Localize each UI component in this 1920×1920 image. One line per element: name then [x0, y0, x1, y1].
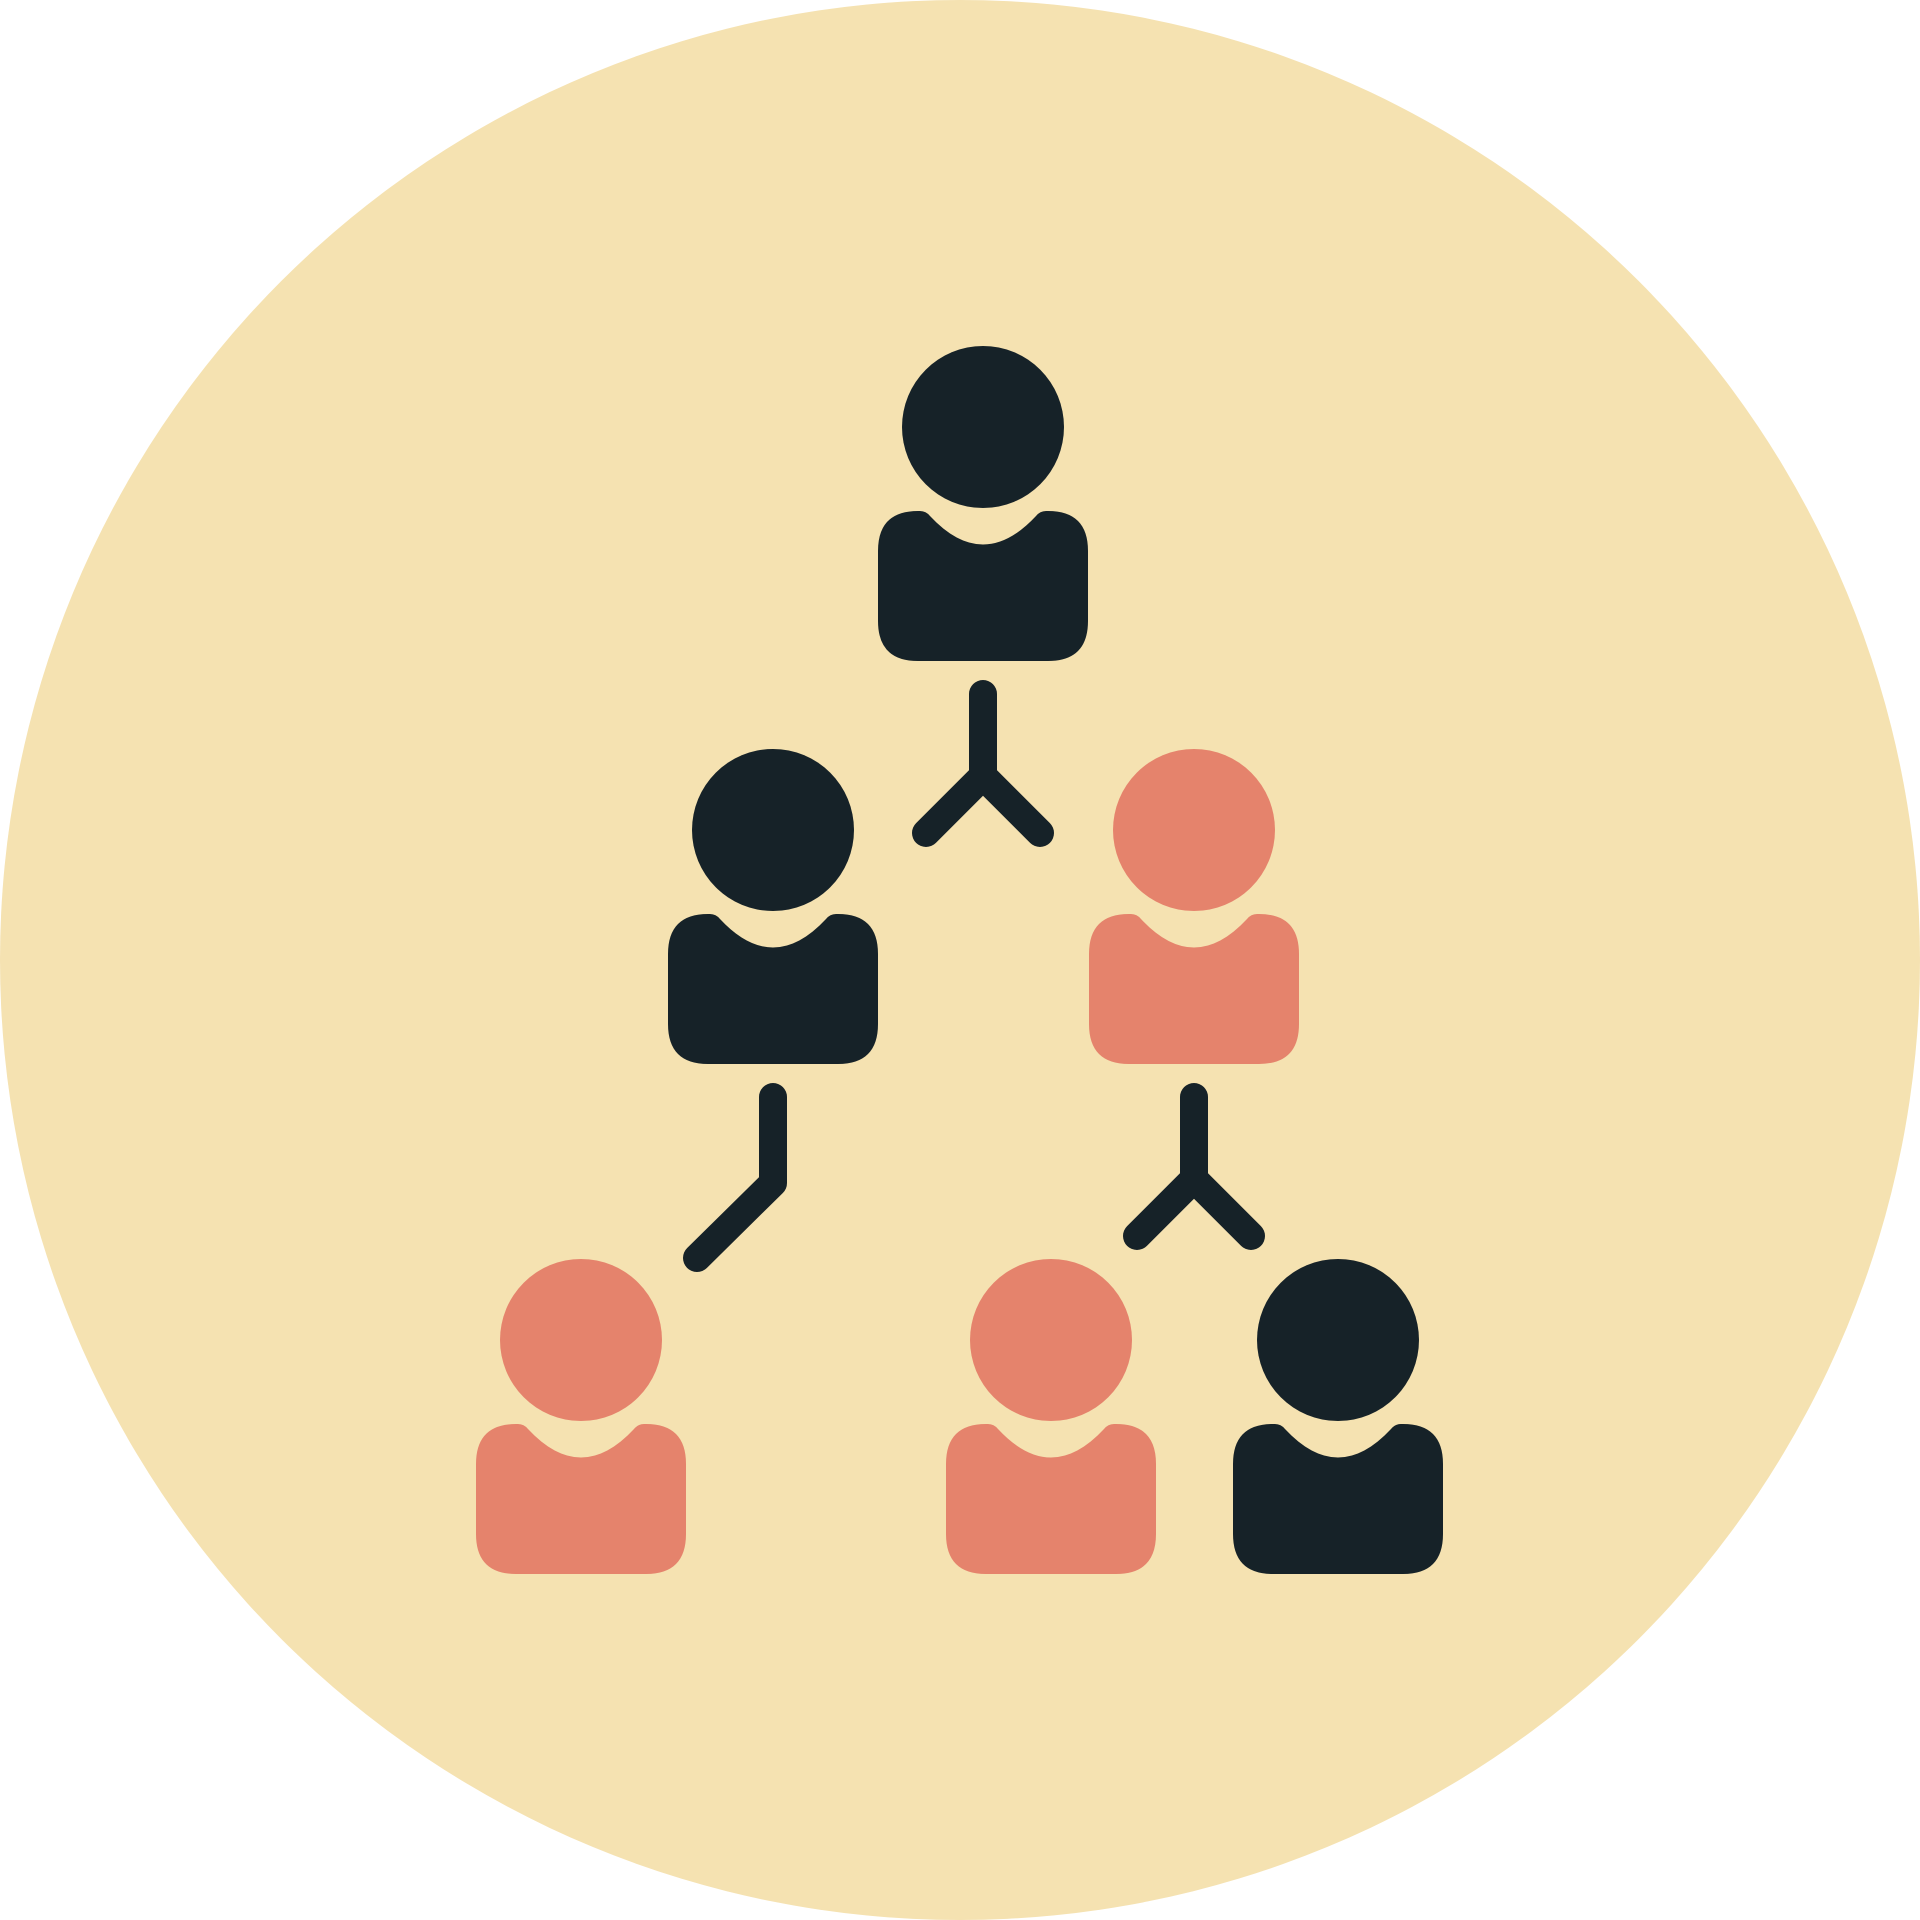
person-icon-middle-right	[1089, 749, 1299, 1064]
person-body	[476, 1424, 686, 1574]
person-body	[946, 1424, 1156, 1574]
person-head	[970, 1259, 1132, 1421]
connectors-group	[683, 680, 1265, 1272]
person-icon-bottom-center	[946, 1259, 1156, 1574]
person-head	[902, 346, 1064, 508]
person-head	[1257, 1259, 1419, 1421]
person-body	[878, 511, 1088, 661]
person-head	[1113, 749, 1275, 911]
person-icon-bottom-right	[1233, 1259, 1443, 1574]
person-body	[1089, 914, 1299, 1064]
person-icon-bottom-left	[476, 1259, 686, 1574]
person-icon-top	[878, 346, 1088, 661]
connector-middle-right-to-bottom	[1123, 1083, 1265, 1250]
person-head	[500, 1259, 662, 1421]
people-group	[476, 346, 1443, 1574]
person-head	[692, 749, 854, 911]
connector-middle-left-to-bottom-left	[683, 1083, 787, 1272]
person-body	[668, 914, 878, 1064]
person-body	[1233, 1424, 1443, 1574]
person-icon-middle-left	[668, 749, 878, 1064]
connector-top-to-middle	[912, 680, 1054, 847]
